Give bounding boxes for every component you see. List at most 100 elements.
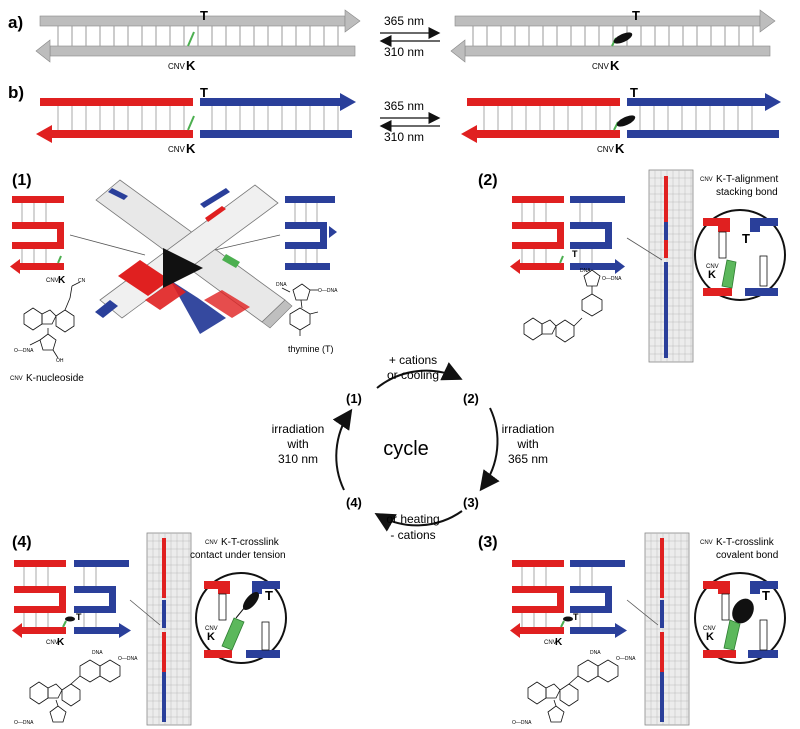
state-3-structure	[527, 659, 619, 723]
state-3-number: (3)	[478, 534, 498, 551]
panel-b-cnv-left: CNV	[168, 145, 186, 154]
panel-a-t-left: T	[200, 8, 208, 23]
panel-b-t-right: T	[630, 85, 638, 100]
state-4-caption-prefix: CNV	[205, 540, 218, 546]
state-2-structure	[523, 269, 603, 343]
state-4-zoom-cnv: CNV	[205, 626, 218, 632]
state-2-zoom-t: T	[742, 231, 750, 246]
state-2-zoom-circle: T CNV K	[694, 209, 786, 301]
panel-b-label: b)	[8, 83, 24, 102]
state-2-caption-2: stacking bond	[716, 187, 778, 198]
state-1-origami-x	[69, 179, 293, 334]
panel-a-t-right: T	[632, 8, 640, 23]
panel-a-k-left: K	[186, 58, 196, 73]
panel-a-cnv-left: CNV	[168, 62, 186, 71]
state-3-zoom-t: T	[762, 588, 770, 603]
panel-a: a) T CNV K 365 nm 310 nm	[8, 8, 776, 73]
state-2: (2) T	[478, 169, 786, 363]
panel-b-duplex-right: T CNV K	[461, 85, 781, 156]
panel-a-k-right: K	[610, 58, 620, 73]
cycle-right-3: 365 nm	[508, 452, 548, 466]
state-4-caption-1: K-T-crosslink	[221, 537, 280, 548]
cycle-left-2: with	[286, 437, 308, 451]
state-3-comb-t: T	[573, 612, 579, 622]
cycle-top-1: + cations	[389, 353, 437, 367]
state-1-cnv: CNV	[46, 278, 59, 284]
state-4-dna3: O—DNA	[14, 720, 34, 726]
state-4-zoom-k: K	[207, 631, 215, 643]
state-1-nucleoside-label: K-nucleoside	[26, 373, 84, 384]
panel-a-duplex-left: T CNV K	[35, 8, 361, 73]
state-3-zoom-circle: T CNV K	[694, 572, 786, 664]
cycle-right-1: irradiation	[502, 422, 555, 436]
state-3-caption-prefix: CNV	[700, 540, 713, 546]
state-3-dna1: DNA	[590, 650, 601, 656]
state-4-tower	[129, 532, 192, 726]
cycle-top-2: or cooling	[387, 368, 439, 382]
panel-a-cnv-right: CNV	[592, 62, 610, 71]
state-4-combs: T CNV K	[12, 560, 131, 648]
state-4-caption-2: contact under tension	[190, 550, 286, 561]
state-4-comb-t: T	[76, 612, 82, 622]
state-1-cn: CN	[78, 278, 86, 284]
state-1-thy-dna1: DNA	[276, 282, 287, 288]
state-3-dna2: O—DNA	[616, 656, 636, 662]
state-2-zoom-cnv: CNV	[706, 264, 719, 270]
state-2-tower	[626, 169, 694, 363]
cycle-node-3: (3)	[463, 495, 479, 510]
cycle-node-1: (1)	[346, 391, 362, 406]
panel-a-310: 310 nm	[384, 45, 424, 59]
state-2-caption-1: K-T-alignment	[716, 174, 778, 185]
cycle-bottom-2: - cations	[390, 528, 435, 542]
cycle-node-4: (4)	[346, 495, 362, 510]
state-4-number: (4)	[12, 534, 32, 551]
state-1-thy-dna2: O—DNA	[318, 288, 338, 294]
panel-b-cnv-right: CNV	[597, 145, 615, 154]
state-4-comb-cnv: CNV	[46, 640, 59, 646]
panel-b-k-left: K	[186, 141, 196, 156]
state-3-caption-2: covalent bond	[716, 550, 778, 561]
state-3-tower	[626, 532, 690, 726]
state-1-red-comb: CNV K	[10, 196, 66, 286]
cycle-center: cycle	[383, 438, 429, 460]
cycle-diagram: (1) (2) (3) (4) cycle + cations or cooli…	[272, 353, 555, 542]
state-1-k-dna: O—DNA	[14, 348, 34, 354]
state-2-caption-prefix: CNV	[700, 177, 713, 183]
state-3-caption-1: K-T-crosslink	[716, 537, 775, 548]
state-1-thymine-label: thymine (T)	[288, 344, 334, 354]
state-3-dna3: O—DNA	[512, 720, 532, 726]
panel-b-310: 310 nm	[384, 130, 424, 144]
state-1-k-oh: OH	[56, 358, 64, 364]
state-4-comb-k: K	[57, 637, 65, 648]
state-1-k-structure	[23, 281, 81, 359]
panel-a-label: a)	[8, 13, 23, 32]
panel-b-365: 365 nm	[384, 99, 424, 113]
state-2-zoom-k: K	[708, 269, 716, 281]
state-4-zoom-t: T	[265, 588, 273, 603]
state-1-blue-comb	[285, 196, 337, 270]
state-2-number: (2)	[478, 172, 498, 189]
state-2-combs: T	[510, 196, 625, 274]
panel-a-equilibrium: 365 nm 310 nm	[379, 14, 441, 59]
state-1: (1) CNV K	[10, 172, 338, 384]
state-3-comb-k: K	[555, 637, 563, 648]
panel-b-equilibrium: 365 nm 310 nm	[379, 99, 441, 144]
state-3-zoom-k: K	[706, 631, 714, 643]
state-3-zoom-cnv: CNV	[703, 626, 716, 632]
panel-b: b) T CNV K	[8, 83, 781, 156]
state-4-structure	[29, 659, 121, 723]
state-2-dna2: O—DNA	[602, 276, 622, 282]
cycle-node-2: (2)	[463, 391, 479, 406]
panel-b-k-right: K	[615, 141, 625, 156]
panel-a-365: 365 nm	[384, 14, 424, 28]
state-2-comb-t: T	[572, 249, 578, 259]
cycle-bottom-1: or heating	[386, 512, 439, 526]
cycle-left-3: 310 nm	[278, 452, 318, 466]
cycle-left-1: irradiation	[272, 422, 325, 436]
panel-b-duplex-left: T CNV K	[36, 85, 356, 156]
state-4: (4) T CNV K	[12, 532, 287, 726]
state-3: (3) T CNV K	[478, 532, 786, 726]
panel-b-t-left: T	[200, 85, 208, 100]
state-4-dna1: DNA	[92, 650, 103, 656]
